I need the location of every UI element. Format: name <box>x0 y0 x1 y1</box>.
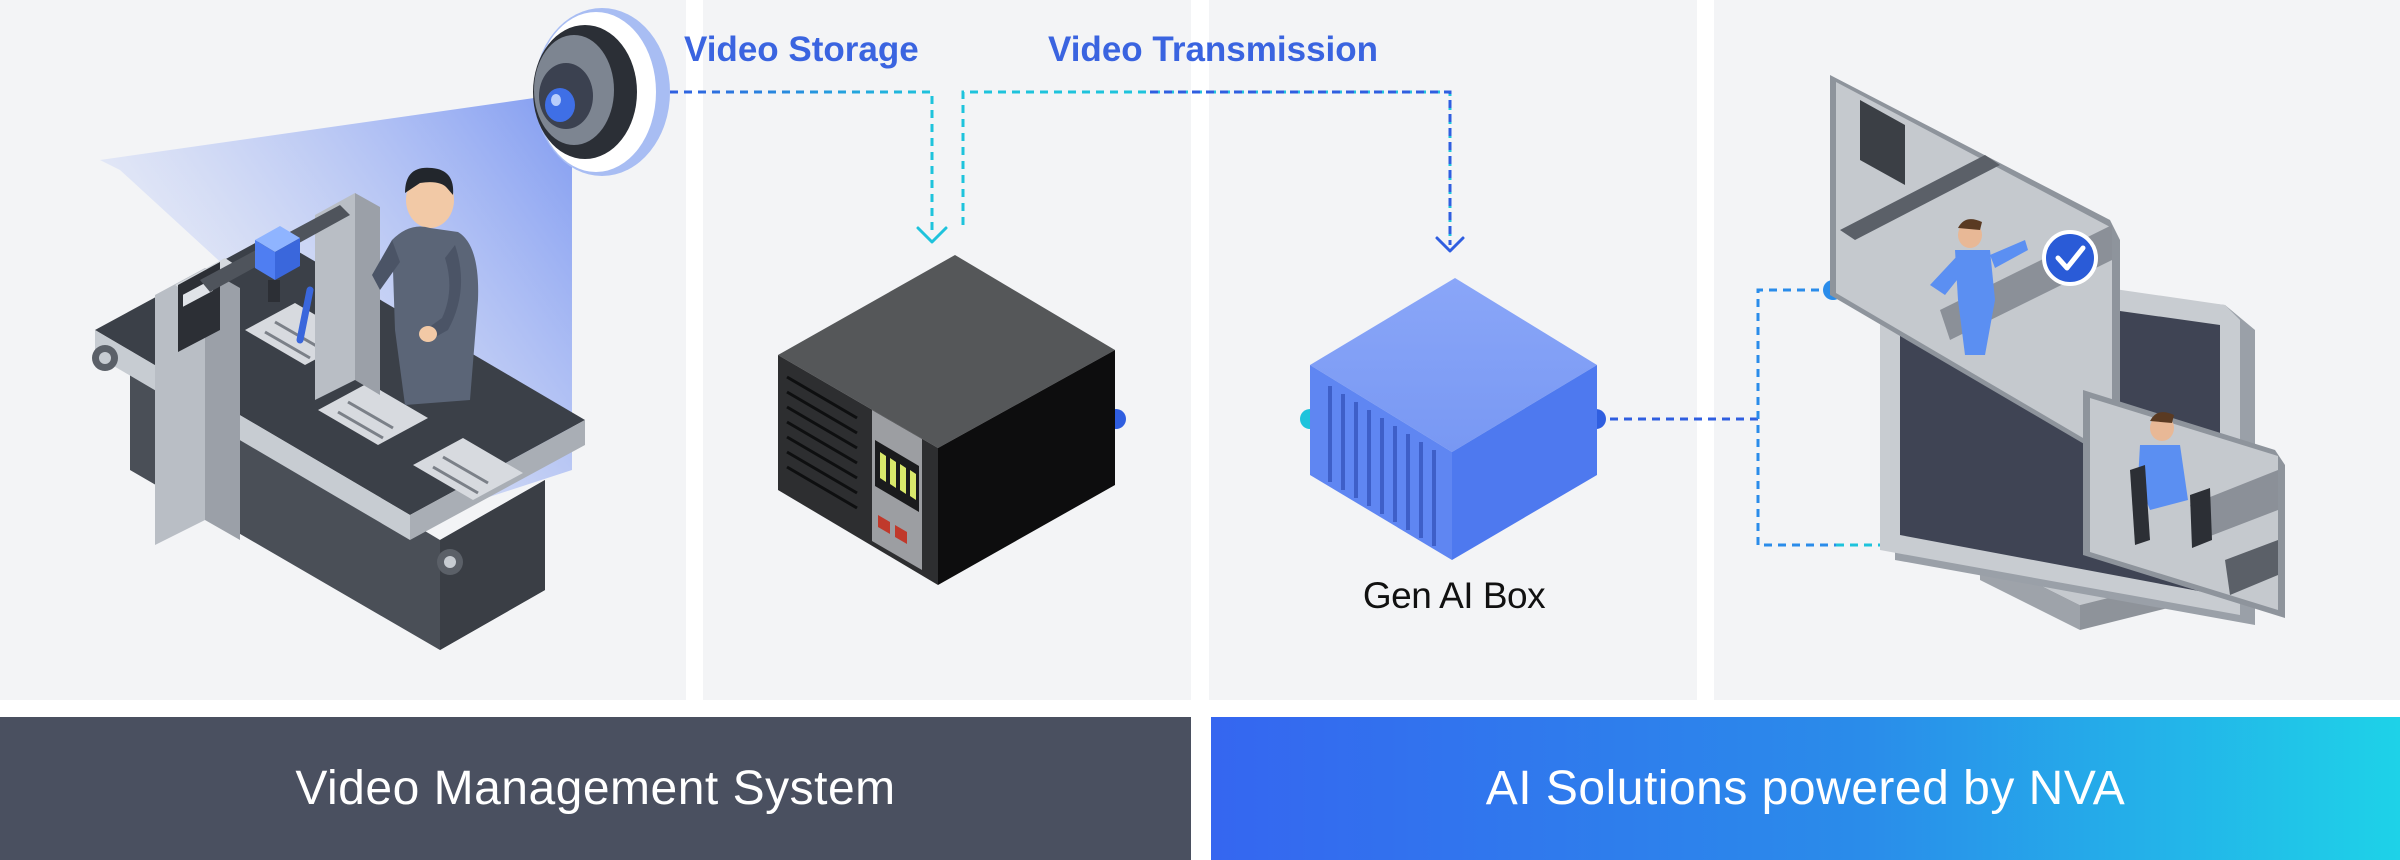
label-video-storage: Video Storage <box>684 30 919 69</box>
arrow-transmission <box>1435 236 1465 253</box>
checkmark-icon <box>2042 230 2098 286</box>
worker-icon <box>372 167 479 405</box>
monitor-icon <box>1830 75 2285 630</box>
label-video-transmission: Video Transmission <box>1048 30 1379 69</box>
server-icon <box>778 255 1115 585</box>
label-gen-ai-box: Gen AI Box <box>1362 575 1546 616</box>
connector-transmission <box>961 90 1452 245</box>
gen-ai-box-icon <box>1310 278 1597 560</box>
footer-ai-solutions: AI Solutions powered by NVA <box>1211 717 2400 860</box>
camera-icon <box>533 8 670 176</box>
arrow-storage <box>916 226 948 244</box>
connector-storage <box>670 90 934 235</box>
connectors <box>670 90 2083 547</box>
footer-left-label: Video Management System <box>295 762 896 815</box>
assembly-line-icon <box>92 193 585 650</box>
footer-right-label: AI Solutions powered by NVA <box>1485 762 2126 815</box>
footer-video-management-system: Video Management System <box>0 717 1191 860</box>
